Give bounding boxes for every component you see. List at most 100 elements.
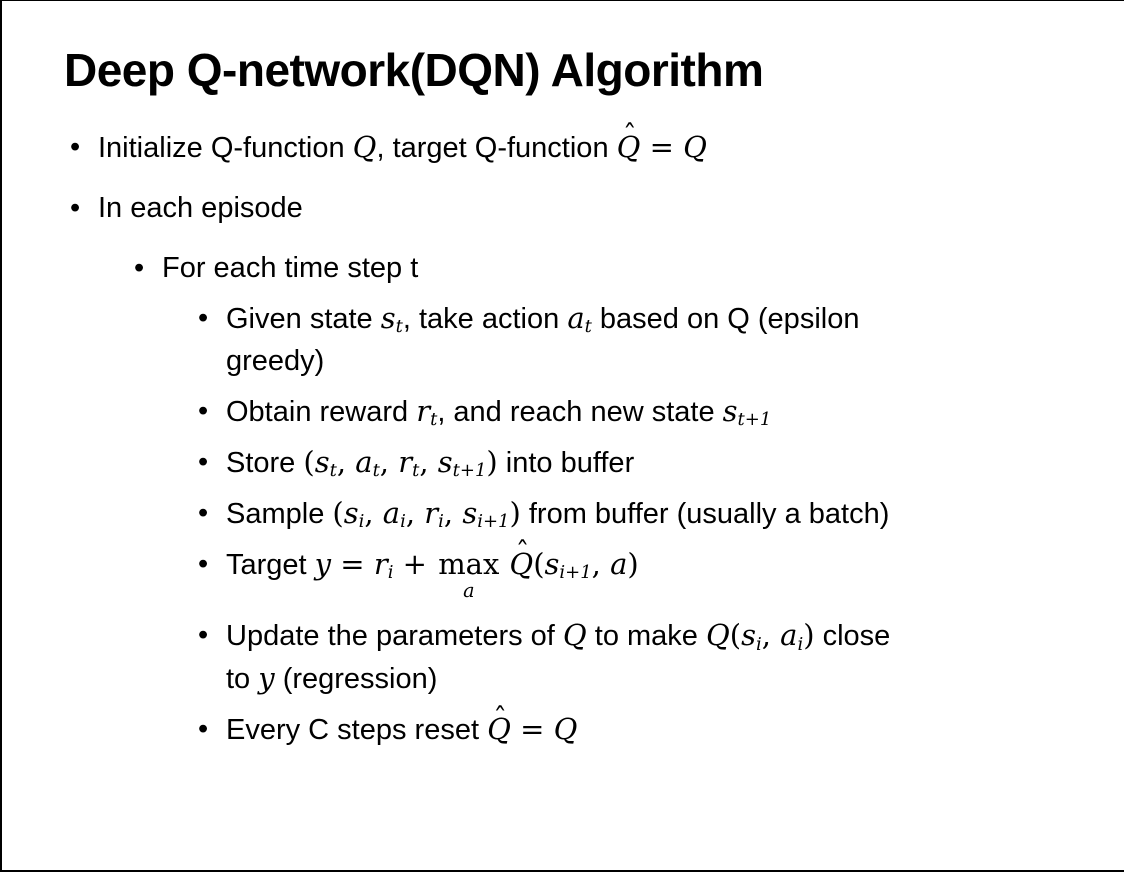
math-symbol: , [443,495,463,530]
math-variable: rt [398,444,420,482]
bullet-marker-icon: • [198,713,209,746]
text-run: from buffer (usually a batch) [520,497,890,530]
math-symbol: ( [729,618,742,653]
math-subscript: i [400,511,406,533]
math-subscript: i+1 [559,562,592,584]
bullet-marker-icon: • [198,445,209,478]
math-variable: y [258,661,275,696]
math-variable: st+1 [722,393,772,431]
math-symbol: , [379,444,399,479]
math-variable: Q [683,129,707,164]
math-subscript: i [797,633,804,655]
text-run: For each time step t [162,251,419,284]
text-run: to [226,663,259,696]
math-variable: si+1 [462,495,510,533]
math-variable: Q [509,546,534,581]
math-variable: Q [487,712,511,747]
text-run: Sample [226,497,333,530]
math-variable: ai [780,618,804,655]
math-subscript: t [395,316,403,338]
bullet-text: Store (st, at, rt, st+1) into buffer [226,441,634,484]
math-variable: Q [616,129,641,164]
math-variable: rt [416,393,438,431]
math-subscript: i [358,511,365,533]
text-run: close [814,620,891,653]
math-subscript: t [329,460,337,482]
math-symbol: ( [332,495,344,530]
math-symbol: , [405,495,425,530]
bullet-item: • In each episode [70,187,1104,229]
text-run: (regression) [274,663,438,696]
bullet-text: In each episode [98,187,303,229]
math-subscript: i [438,511,444,533]
math-variable: st+1 [437,444,487,482]
bullet-text: Given state st, take action at based on … [226,297,859,382]
bullet-item: • Obtain reward rt, and reach new state s… [198,390,1104,433]
hat-accent-icon: ˆ [515,537,530,570]
math-symbol: ) [509,495,521,530]
bullet-item: •Update the parameters of Q to make Q(si… [198,614,1104,700]
bullet-text: Sample (si, ai, ri, si+1) from buffer (u… [226,492,889,535]
text-run: Target [226,548,315,581]
math-variable: at [567,300,592,338]
math-variable: a [610,546,628,581]
text-run: , and reach new state [437,395,723,428]
math-subscript: t [430,409,438,431]
text-run: greedy) [226,344,325,377]
text-run: Obtain reward [226,395,417,428]
math-variable: st [380,300,403,338]
text-run: Update the parameters of [226,620,563,653]
math-symbol: , [761,618,781,653]
math-symbol: ) [803,618,815,653]
bullet-item: • For each time step t [134,247,1104,289]
text-run: , target Q-function [376,131,617,164]
bullet-list: •Initialize Q-function Q, target Q-funct… [2,122,1124,752]
bullet-item: •Given state st, take action at based on… [198,297,1104,382]
text-run: into buffer [497,446,635,479]
math-subscript: t+1 [452,460,487,482]
math-subscript: t+1 [737,409,772,431]
math-subscript: t [372,460,380,482]
slide-title: Deep Q-network(DQN) Algorithm [64,44,764,96]
text-run: , take action [402,302,568,335]
bullet-text: Obtain reward rt, and reach new state st… [226,390,771,433]
math-variable: ai [382,495,406,533]
bullet-marker-icon: • [198,394,209,427]
text-run: Given state [226,302,381,335]
math-variable: y [314,546,332,581]
hat-accent-icon: ˆ [622,119,637,152]
text-run: Every C steps reset [226,714,488,747]
bullet-item: • Store (st, at, rt, st+1) into buffer [198,441,1104,484]
text-run: based on Q (epsilon [591,302,860,335]
bullet-marker-icon: • [198,547,209,580]
max-label: max [438,546,500,581]
math-symbol: + [393,546,437,581]
bullet-marker-icon: • [198,619,209,652]
math-variable: si [343,495,365,533]
math-symbol: ( [533,546,545,581]
bullet-item: •Sample (si, ai, ri, si+1) from buffer (… [198,492,1104,535]
math-variable: at [355,444,380,482]
bullet-item: •Initialize Q-function Q, target Q-funct… [70,122,1104,169]
text-run: Store [226,446,304,479]
math-variable: si+1 [544,546,592,584]
math-variable: si [741,618,762,655]
math-subscript: t [584,316,592,338]
bullet-marker-icon: • [70,191,81,224]
math-symbol: = [640,129,684,164]
math-symbol: , [364,495,383,530]
math-variable: ri [373,546,394,584]
math-symbol: = [510,712,554,747]
bullet-marker-icon: • [134,251,145,284]
math-subscript: t [412,460,420,482]
math-variable: Q [553,712,578,747]
math-subscript: i+1 [477,511,510,533]
text-run [501,549,509,581]
